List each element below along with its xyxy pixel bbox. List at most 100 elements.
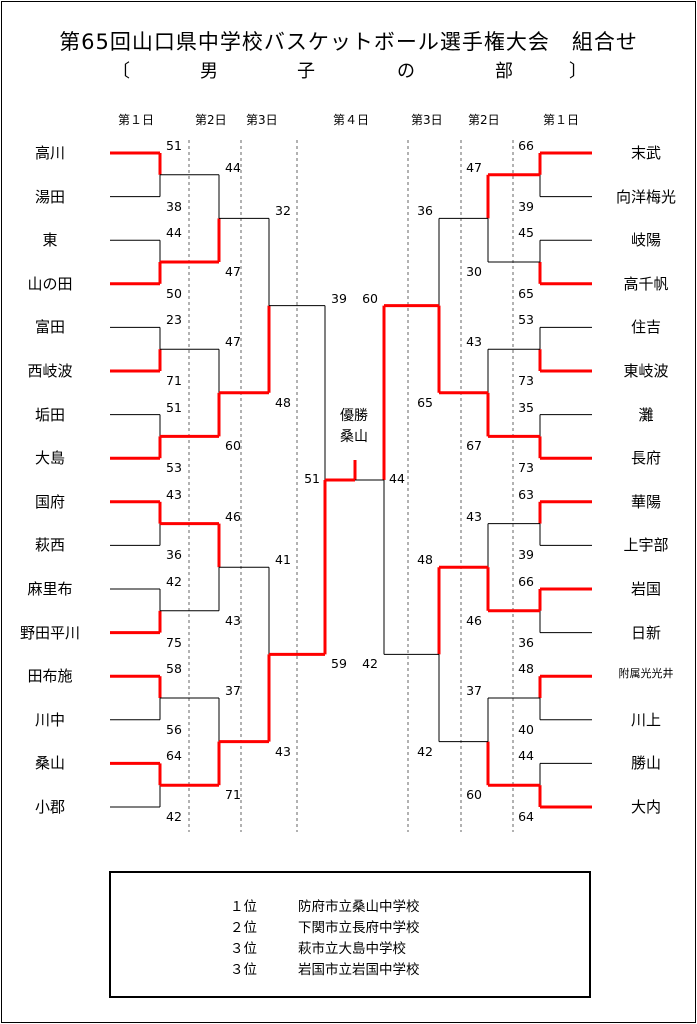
score-right-r1: 40 (518, 721, 534, 737)
score-right-r1: 64 (518, 809, 534, 824)
round-header-day4: 第４日 (333, 113, 370, 127)
score-right-r2: 46 (466, 612, 482, 628)
team-right: 東岐波 (623, 362, 669, 380)
score-right-r2: 43 (466, 334, 482, 350)
score-right-r2: 47 (466, 159, 482, 175)
team-right: 日新 (630, 623, 661, 642)
team-right: 末武 (630, 144, 661, 162)
section-char-4: 部 (495, 61, 513, 82)
score-left-r2: 71 (225, 787, 241, 803)
score-left-r2: 60 (225, 438, 241, 454)
team-right: 華陽 (630, 492, 661, 511)
score-right-r1: 35 (518, 399, 534, 415)
final-score-left: 51 (304, 471, 320, 486)
result-school: 萩市立大島中学校 (298, 941, 406, 957)
team-right: 向洋梅光 (615, 187, 676, 206)
team-right: 上宇部 (623, 536, 669, 555)
score-left-r1: 51 (166, 138, 182, 153)
score-left-r1: 71 (166, 373, 182, 388)
score-right-r2: 30 (466, 264, 482, 279)
round-header-right-day1: 第１日 (543, 113, 580, 127)
round-header-left-day1: 第１日 (118, 113, 155, 127)
score-left-r2: 47 (225, 264, 241, 279)
section-char-1: 男 (200, 61, 218, 82)
round-header-right-day3: 第3日 (411, 113, 443, 127)
score-left-r1: 50 (166, 285, 182, 301)
team-right: 高千帆 (623, 274, 669, 293)
team-left: 国府 (34, 492, 65, 511)
score-left-r3: 41 (275, 552, 291, 568)
champion-team: 桑山 (340, 429, 368, 445)
score-right-r1: 66 (518, 574, 534, 589)
score-right-r1: 66 (518, 138, 534, 153)
result-school: 岩国市立岩国中学校 (298, 962, 420, 978)
final-score-right: 44 (389, 471, 405, 486)
score-right-r1: 48 (518, 661, 534, 677)
champion-label: 優勝 (340, 408, 368, 424)
round-header-left-day3: 第3日 (246, 113, 278, 127)
score-right-r1: 39 (518, 198, 534, 214)
score-right-r4: 42 (362, 656, 378, 672)
section-char-2: 子 (297, 61, 315, 82)
round-header-right-day2: 第2日 (468, 113, 500, 127)
score-left-r1: 64 (166, 748, 182, 764)
team-left: 萩西 (34, 536, 65, 555)
team-right: 住吉 (630, 318, 661, 337)
result-rank: ３位 (230, 962, 257, 978)
result-school: 下関市立長府中学校 (298, 920, 420, 936)
score-left-r1: 23 (166, 312, 182, 328)
score-left-r3: 48 (275, 394, 291, 410)
team-left: 野田平川 (19, 623, 80, 642)
score-left-r1: 58 (166, 661, 182, 677)
score-right-r1: 73 (518, 460, 534, 476)
score-right-r1: 73 (518, 373, 534, 388)
score-left-r3: 43 (275, 743, 291, 759)
team-left: 湯田 (34, 187, 65, 206)
score-left-r1: 44 (166, 225, 182, 241)
section-char-3: の (397, 61, 415, 82)
score-right-r1: 36 (518, 634, 534, 650)
score-right-r1: 63 (518, 486, 534, 502)
result-rank: ２位 (230, 920, 257, 936)
result-rank: １位 (230, 899, 257, 915)
score-right-r3: 48 (417, 552, 433, 568)
score-right-r2: 43 (466, 508, 482, 524)
team-left: 桑山 (34, 754, 65, 773)
team-left: 富田 (34, 318, 65, 337)
score-right-r1: 45 (518, 225, 534, 241)
score-right-r4: 60 (362, 290, 378, 306)
results-box: １位 防府市立桑山中学校 ２位 下関市立長府中学校 ３位 萩市立大島中学校 ３位… (109, 871, 591, 998)
score-left-r3: 32 (275, 203, 291, 219)
score-left-r4: 39 (331, 290, 347, 306)
section-bracket-close: 〕 (569, 61, 587, 82)
team-right: 灘 (638, 405, 654, 424)
team-right: 川上 (630, 710, 661, 729)
score-left-r1: 38 (166, 198, 182, 214)
team-left: 西岐波 (27, 362, 73, 380)
score-left-r2: 44 (225, 159, 241, 175)
score-left-r1: 42 (166, 574, 182, 589)
team-right: 大内 (630, 798, 661, 816)
score-right-r1: 53 (518, 312, 534, 328)
score-left-r1: 42 (166, 809, 182, 824)
score-right-r1: 39 (518, 547, 534, 563)
score-left-r4: 59 (331, 656, 347, 672)
score-right-r2: 67 (466, 438, 482, 454)
score-left-r2: 37 (225, 683, 241, 698)
score-right-r1: 44 (518, 748, 534, 764)
team-right: 勝山 (630, 754, 661, 773)
team-left: 小郡 (34, 798, 65, 816)
score-right-r1: 65 (518, 285, 534, 301)
team-left: 田布施 (27, 667, 73, 686)
result-school: 防府市立桑山中学校 (298, 899, 420, 915)
team-left: 川中 (34, 710, 65, 729)
score-left-r2: 47 (225, 334, 241, 350)
score-left-r1: 56 (166, 721, 182, 737)
score-left-r1: 75 (166, 634, 182, 650)
team-left: 東 (42, 231, 58, 250)
score-left-r1: 53 (166, 460, 182, 476)
score-right-r3: 42 (417, 743, 433, 759)
